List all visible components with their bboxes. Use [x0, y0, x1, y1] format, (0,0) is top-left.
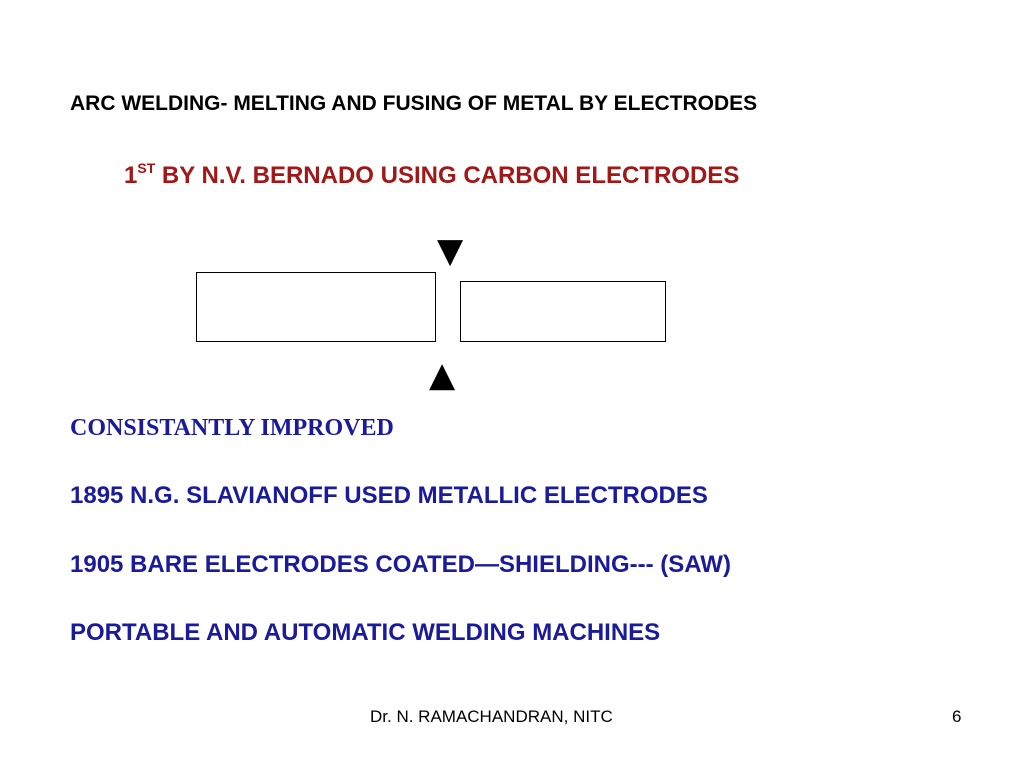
page-number: 6: [952, 707, 962, 726]
slide-subtitle: 1ST BY N.V. BERNADO USING CARBON ELECTRO…: [124, 160, 740, 190]
subtitle-number: 1: [124, 162, 138, 189]
improved-heading: CONSISTANTLY IMPROVED: [70, 415, 394, 441]
arrow-down-icon: ▼: [437, 231, 464, 271]
right-electrode-box: [460, 281, 666, 342]
point-1895: 1895 N.G. SLAVIANOFF USED METALLIC ELECT…: [70, 482, 708, 509]
left-electrode-box: [196, 272, 436, 342]
subtitle-superscript: ST: [137, 160, 156, 176]
slide-title: ARC WELDING- MELTING AND FUSING OF METAL…: [70, 92, 758, 115]
footer-author: Dr. N. RAMACHANDRAN, NITC: [370, 707, 613, 726]
arrow-up-icon: ▲: [429, 355, 456, 395]
point-portable-machines: PORTABLE AND AUTOMATIC WELDING MACHINES: [70, 619, 661, 646]
point-1905: 1905 BARE ELECTRODES COATED—SHIELDING---…: [70, 551, 731, 578]
subtitle-text: BY N.V. BERNADO USING CARBON ELECTRODES: [155, 162, 740, 189]
